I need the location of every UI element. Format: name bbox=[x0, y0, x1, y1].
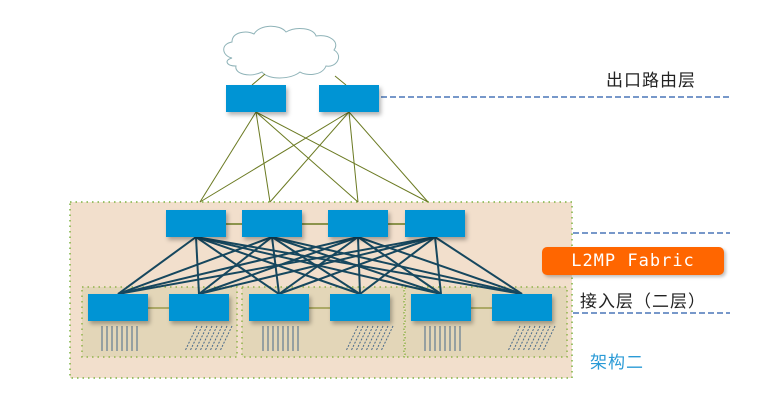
server-port-line bbox=[532, 325, 546, 352]
uplink-1-2 bbox=[255, 111, 271, 203]
cloud-link bbox=[251, 73, 266, 86]
fabric-link-4-4 bbox=[359, 236, 436, 295]
access-switch-5 bbox=[411, 294, 471, 321]
server-port-line bbox=[512, 325, 526, 352]
l2mp-fabric-badge: L2MP Fabric bbox=[542, 247, 724, 275]
server-port-line bbox=[375, 325, 389, 352]
server-port-line bbox=[189, 325, 203, 352]
uplink-2-4 bbox=[348, 111, 429, 203]
fabric-link-2-1 bbox=[117, 236, 273, 295]
core-switch-1 bbox=[166, 210, 226, 237]
core-switch-4 bbox=[405, 210, 465, 237]
fabric-link-4-2 bbox=[198, 236, 436, 295]
fabric-link-4-5 bbox=[434, 236, 442, 295]
access-switch-6 bbox=[492, 294, 552, 321]
uplink-1-4 bbox=[255, 111, 429, 203]
server-port-line bbox=[527, 325, 541, 352]
fabric-link-4-6 bbox=[434, 236, 523, 295]
server-port-line bbox=[184, 325, 198, 352]
fabric-link-4-3 bbox=[278, 236, 436, 295]
server-port-line bbox=[507, 325, 521, 352]
access-switch-4 bbox=[330, 294, 390, 321]
access-switch-1 bbox=[88, 294, 148, 321]
access-switch-3 bbox=[249, 294, 309, 321]
server-port-line bbox=[194, 325, 208, 352]
access-layer-label: 接入层（二层） bbox=[580, 292, 706, 312]
uplink-1-3 bbox=[255, 111, 359, 203]
server-port-line bbox=[380, 325, 394, 352]
fabric-link-3-5 bbox=[357, 236, 442, 295]
server-port-line bbox=[199, 325, 213, 352]
fabric-link-4-1 bbox=[117, 236, 436, 295]
cloud-icon bbox=[223, 25, 339, 79]
server-port-line bbox=[345, 325, 359, 352]
cloud-link bbox=[334, 75, 347, 86]
core-switch-2 bbox=[242, 210, 302, 237]
uplink-2-1 bbox=[199, 111, 350, 203]
egress-router-2 bbox=[319, 85, 379, 112]
server-port-line bbox=[209, 325, 223, 352]
uplink-2-3 bbox=[348, 111, 359, 203]
server-port-line bbox=[542, 325, 556, 352]
server-port-line bbox=[365, 325, 379, 352]
server-port-line bbox=[517, 325, 531, 352]
server-port-line bbox=[214, 325, 228, 352]
server-port-line bbox=[537, 325, 551, 352]
server-port-line bbox=[355, 325, 369, 352]
egress-router-1 bbox=[226, 85, 286, 112]
server-port-line bbox=[204, 325, 218, 352]
server-port-line bbox=[350, 325, 364, 352]
egress-layer-label: 出口路由层 bbox=[606, 71, 696, 91]
access-switch-2 bbox=[169, 294, 229, 321]
uplink-1-1 bbox=[199, 111, 257, 203]
server-port-line bbox=[370, 325, 384, 352]
server-port-line bbox=[360, 325, 374, 352]
fabric-link-3-1 bbox=[117, 236, 359, 295]
uplink-2-2 bbox=[269, 111, 350, 203]
server-port-line bbox=[219, 325, 233, 352]
fabric-link-1-1 bbox=[117, 236, 197, 295]
core-switch-3 bbox=[328, 210, 388, 237]
architecture-title: 架构二 bbox=[590, 353, 644, 373]
server-port-line bbox=[522, 325, 536, 352]
